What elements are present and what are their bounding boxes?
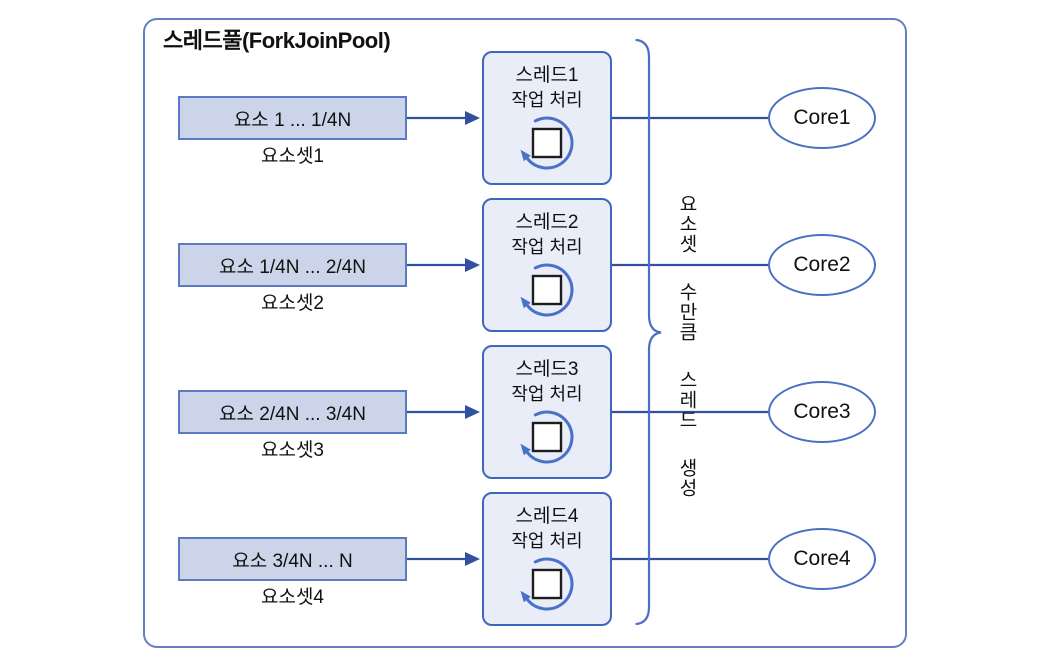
core-ellipse-2: Core2 xyxy=(768,234,876,296)
loop-arrow-icon xyxy=(520,557,574,611)
element-set-label-3: 요소셋3 xyxy=(260,440,324,461)
thread-box-3: 스레드3 작업 처리 xyxy=(482,345,612,479)
loop-arrow-icon xyxy=(520,116,574,170)
thread-box-1: 스레드1 작업 처리 xyxy=(482,51,612,185)
core-ellipse-1: Core1 xyxy=(768,87,876,149)
core-label: Core3 xyxy=(793,400,851,423)
element-range-label: 요소 2/4N ... 3/4N xyxy=(219,403,366,425)
thread-task-label: 작업 처리 xyxy=(511,531,583,551)
thread-box-4: 스레드4 작업 처리 xyxy=(482,492,612,626)
core-label: Core2 xyxy=(793,253,851,276)
element-set-label-2: 요소셋2 xyxy=(260,293,324,314)
thread-name: 스레드4 xyxy=(515,506,579,527)
diagram-title: 스레드풀(ForkJoinPool) xyxy=(163,28,391,53)
thread-name: 스레드3 xyxy=(515,359,579,380)
element-set-label-1: 요소셋1 xyxy=(260,146,324,167)
element-range-label: 요소 1 ... 1/4N xyxy=(233,109,352,131)
core-ellipse-3: Core3 xyxy=(768,381,876,443)
element-box-2: 요소 1/4N ... 2/4N xyxy=(178,243,407,287)
element-range-label: 요소 1/4N ... 2/4N xyxy=(219,256,366,278)
core-label: Core4 xyxy=(793,547,851,570)
thread-task-label: 작업 처리 xyxy=(511,237,583,257)
thread-task-label: 작업 처리 xyxy=(511,384,583,404)
element-set-label-4: 요소셋4 xyxy=(260,587,324,608)
core-ellipse-4: Core4 xyxy=(768,528,876,590)
thread-box-2: 스레드2 작업 처리 xyxy=(482,198,612,332)
thread-name: 스레드1 xyxy=(515,65,579,86)
brace-annotation: 요소셋 수만큼 스레드 생성 xyxy=(676,194,697,498)
element-box-4: 요소 3/4N ... N xyxy=(178,537,407,581)
loop-arrow-icon xyxy=(520,263,574,317)
element-box-1: 요소 1 ... 1/4N xyxy=(178,96,407,140)
loop-arrow-icon xyxy=(520,410,574,464)
thread-task-label: 작업 처리 xyxy=(511,90,583,110)
element-box-3: 요소 2/4N ... 3/4N xyxy=(178,390,407,434)
core-label: Core1 xyxy=(793,106,851,129)
element-range-label: 요소 3/4N ... N xyxy=(232,550,353,572)
thread-name: 스레드2 xyxy=(515,212,579,233)
